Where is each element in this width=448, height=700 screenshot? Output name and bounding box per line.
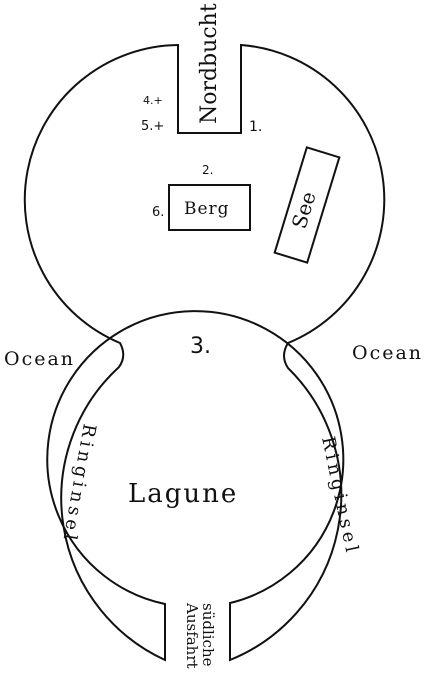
see-box: [273, 146, 341, 264]
label-ringinsel-left: Ringinsel: [58, 422, 100, 545]
berg-box: [168, 184, 251, 231]
label-num-3: 3.: [190, 334, 211, 359]
label-ringinsel-right: Ringinsel: [317, 435, 363, 558]
label-suedliche: südliche: [199, 603, 217, 667]
label-num-6: 6.: [152, 205, 164, 220]
label-lagune: Lagune: [128, 479, 238, 509]
label-ocean-right: Ocean: [352, 342, 423, 364]
label-nordbucht: Nordbucht: [197, 3, 222, 124]
label-ocean-left: Ocean: [4, 348, 75, 370]
label-num-2: 2.: [202, 163, 213, 177]
label-num-5: 5.+: [141, 119, 164, 134]
outer-coastline: [23, 43, 386, 662]
label-num-4: 4.+: [143, 94, 163, 107]
label-berg: Berg: [184, 199, 230, 219]
label-num-1: 1.: [249, 119, 262, 135]
label-ausfahrt: Ausfahrt: [183, 602, 201, 669]
